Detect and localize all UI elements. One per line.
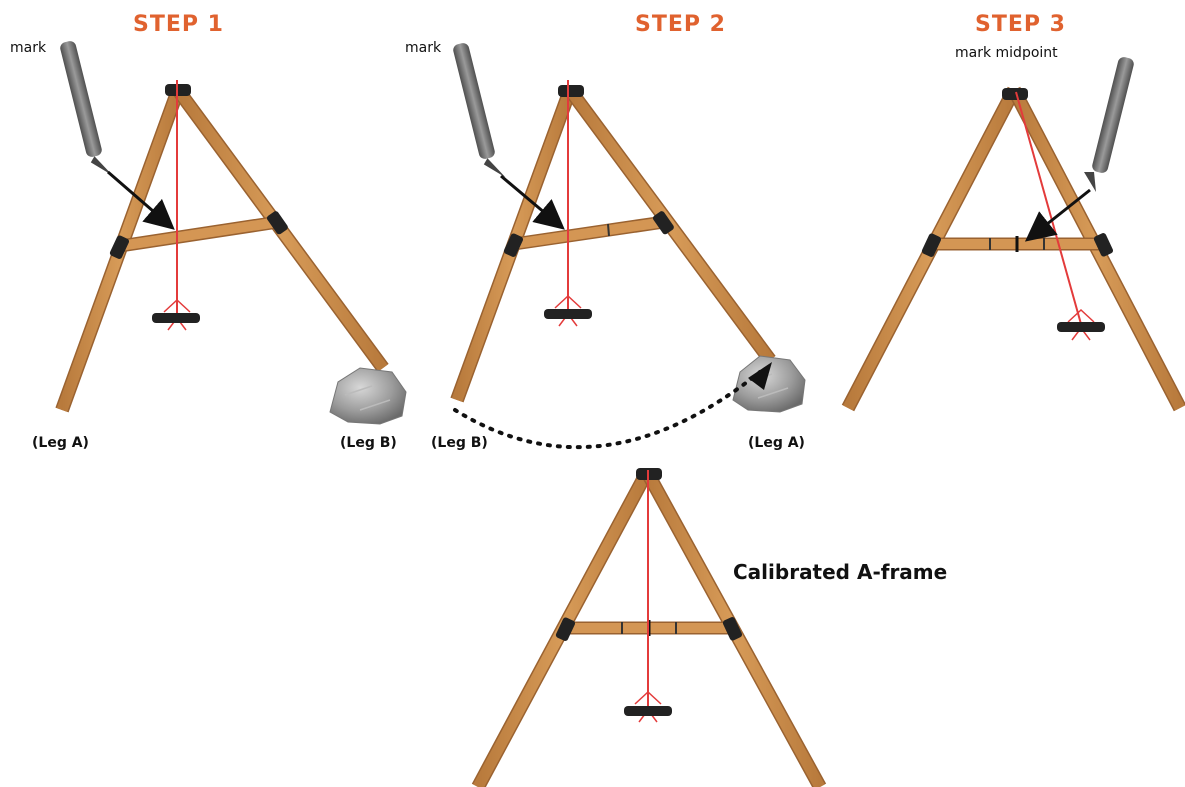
bracket bbox=[722, 617, 743, 641]
step-1-leg-b-label: (Leg B) bbox=[340, 435, 397, 451]
crossbar bbox=[513, 217, 665, 249]
step-1-title: STEP 1 bbox=[133, 12, 224, 37]
step-2-leg-b-label: (Leg B) bbox=[431, 435, 488, 451]
top-bracket bbox=[1002, 88, 1028, 100]
rock-icon bbox=[329, 367, 407, 425]
bracket bbox=[555, 617, 576, 641]
plumb-bob-icon bbox=[152, 298, 200, 331]
step-3-title: STEP 3 bbox=[975, 12, 1066, 37]
plumb-line bbox=[1015, 91, 1082, 325]
frame-step-3 bbox=[841, 57, 1185, 412]
pencil-icon bbox=[1084, 57, 1134, 192]
bracket bbox=[503, 233, 524, 257]
frame-step-2 bbox=[450, 43, 806, 450]
crossbar bbox=[119, 217, 279, 251]
step-2-leg-a-label: (Leg A) bbox=[748, 435, 805, 451]
swap-arrowhead bbox=[748, 362, 772, 390]
arrow-icon bbox=[500, 174, 565, 230]
plumb-bob-icon bbox=[624, 690, 672, 723]
swap-arrow bbox=[453, 370, 762, 450]
pencil-icon bbox=[453, 43, 506, 178]
pencil-icon bbox=[60, 41, 113, 176]
step-2-mark-label: mark bbox=[405, 40, 442, 56]
plumb-bob-icon bbox=[544, 294, 592, 327]
bracket bbox=[652, 211, 674, 235]
frame-step-1 bbox=[55, 41, 407, 425]
calibrated-a-frame-label: Calibrated A-frame bbox=[733, 560, 948, 584]
step-1-leg-a-label: (Leg A) bbox=[32, 435, 89, 451]
plumb-bob-icon bbox=[1057, 308, 1105, 341]
step-3-mark-label: mark midpoint bbox=[955, 45, 1058, 61]
step-1-mark-label: mark bbox=[10, 40, 47, 56]
bracket bbox=[921, 233, 942, 257]
step-2-title: STEP 2 bbox=[635, 12, 726, 37]
bracket bbox=[109, 235, 130, 259]
arrow-icon bbox=[107, 170, 175, 230]
top-bracket bbox=[558, 85, 584, 97]
bracket bbox=[266, 211, 288, 235]
bracket bbox=[1093, 233, 1114, 257]
arrow-icon bbox=[1024, 188, 1091, 242]
first-mark bbox=[607, 223, 610, 237]
calibrated-frame bbox=[471, 468, 827, 787]
